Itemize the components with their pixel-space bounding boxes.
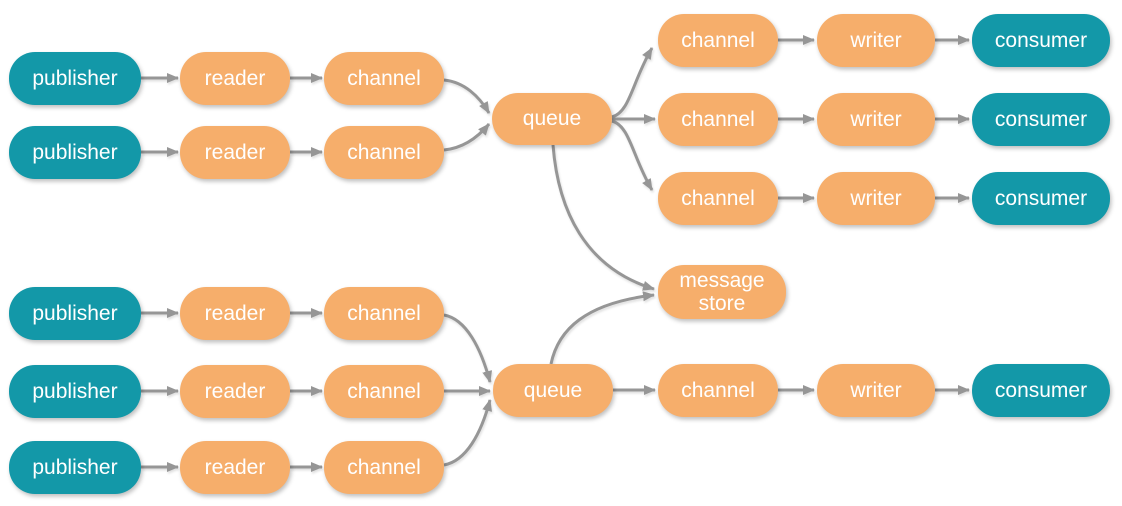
node-label: consumer	[994, 378, 1088, 402]
node-ch-b3: channel	[658, 172, 778, 225]
node-cons-b1: consumer	[972, 14, 1110, 67]
node-label: writer	[850, 107, 902, 131]
node-ch-a1: channel	[324, 52, 444, 105]
edge-queue-top-to-ch-b3	[611, 119, 654, 191]
node-label: queue	[522, 107, 582, 131]
node-label: publisher	[32, 379, 118, 403]
node-label: writer	[850, 186, 902, 210]
node-label: consumer	[994, 186, 1088, 210]
node-wr-b1: writer	[817, 14, 935, 67]
node-rdr-c2: reader	[180, 365, 290, 418]
node-ch-c3: channel	[324, 441, 444, 494]
node-label: publisher	[32, 455, 118, 479]
node-label: reader	[204, 140, 266, 164]
node-ch-a2: channel	[324, 126, 444, 179]
node-label: publisher	[32, 66, 118, 90]
node-rdr-c3: reader	[180, 441, 290, 494]
node-pub-c2: publisher	[9, 365, 141, 418]
node-wr-b2: writer	[817, 93, 935, 146]
node-label: channel	[681, 186, 755, 210]
edge-ch-c3-to-queue-bot	[443, 399, 493, 467]
node-label: channel	[347, 301, 421, 325]
node-label: channel	[347, 66, 421, 90]
node-label: channel	[681, 378, 755, 402]
node-wr-d: writer	[817, 364, 935, 417]
node-queue-top: queue	[492, 93, 612, 145]
node-label: consumer	[994, 107, 1088, 131]
node-ch-b2: channel	[658, 93, 778, 146]
node-pub-c1: publisher	[9, 287, 141, 340]
edge-queue-bot-to-store	[549, 291, 655, 365]
node-ch-d: channel	[658, 364, 778, 417]
node-wr-b3: writer	[817, 172, 935, 225]
node-store: message store	[658, 265, 786, 319]
node-rdr-c1: reader	[180, 287, 290, 340]
node-rdr-a2: reader	[180, 126, 290, 179]
node-label: reader	[204, 379, 266, 403]
node-label: writer	[850, 378, 902, 402]
node-label: publisher	[32, 301, 118, 325]
node-label: channel	[347, 455, 421, 479]
node-label: reader	[204, 66, 266, 90]
edge-ch-a2-to-queue-top	[443, 123, 491, 152]
edge-ch-a1-to-queue-top	[443, 78, 491, 114]
node-ch-c2: channel	[324, 365, 444, 418]
edge-ch-c1-to-queue-bot	[443, 313, 493, 383]
node-label: channel	[347, 379, 421, 403]
node-label: channel	[681, 28, 755, 52]
node-cons-b3: consumer	[972, 172, 1110, 225]
node-pub-a1: publisher	[9, 52, 141, 105]
node-ch-b1: channel	[658, 14, 778, 67]
node-label: reader	[204, 301, 266, 325]
node-pub-c3: publisher	[9, 441, 141, 494]
node-label: channel	[347, 140, 421, 164]
node-ch-c1: channel	[324, 287, 444, 340]
node-rdr-a1: reader	[180, 52, 290, 105]
node-label: consumer	[994, 28, 1088, 52]
edge-queue-top-to-ch-b1	[611, 47, 654, 119]
node-cons-b2: consumer	[972, 93, 1110, 146]
node-cons-d: consumer	[972, 364, 1110, 417]
node-queue-bot: queue	[493, 364, 613, 417]
node-pub-a2: publisher	[9, 126, 141, 179]
node-label: message store	[679, 268, 765, 315]
node-label: channel	[681, 107, 755, 131]
edge-queue-top-to-store	[551, 144, 655, 291]
node-label: queue	[523, 378, 583, 402]
node-label: reader	[204, 455, 266, 479]
node-label: writer	[850, 28, 902, 52]
node-label: publisher	[32, 140, 118, 164]
